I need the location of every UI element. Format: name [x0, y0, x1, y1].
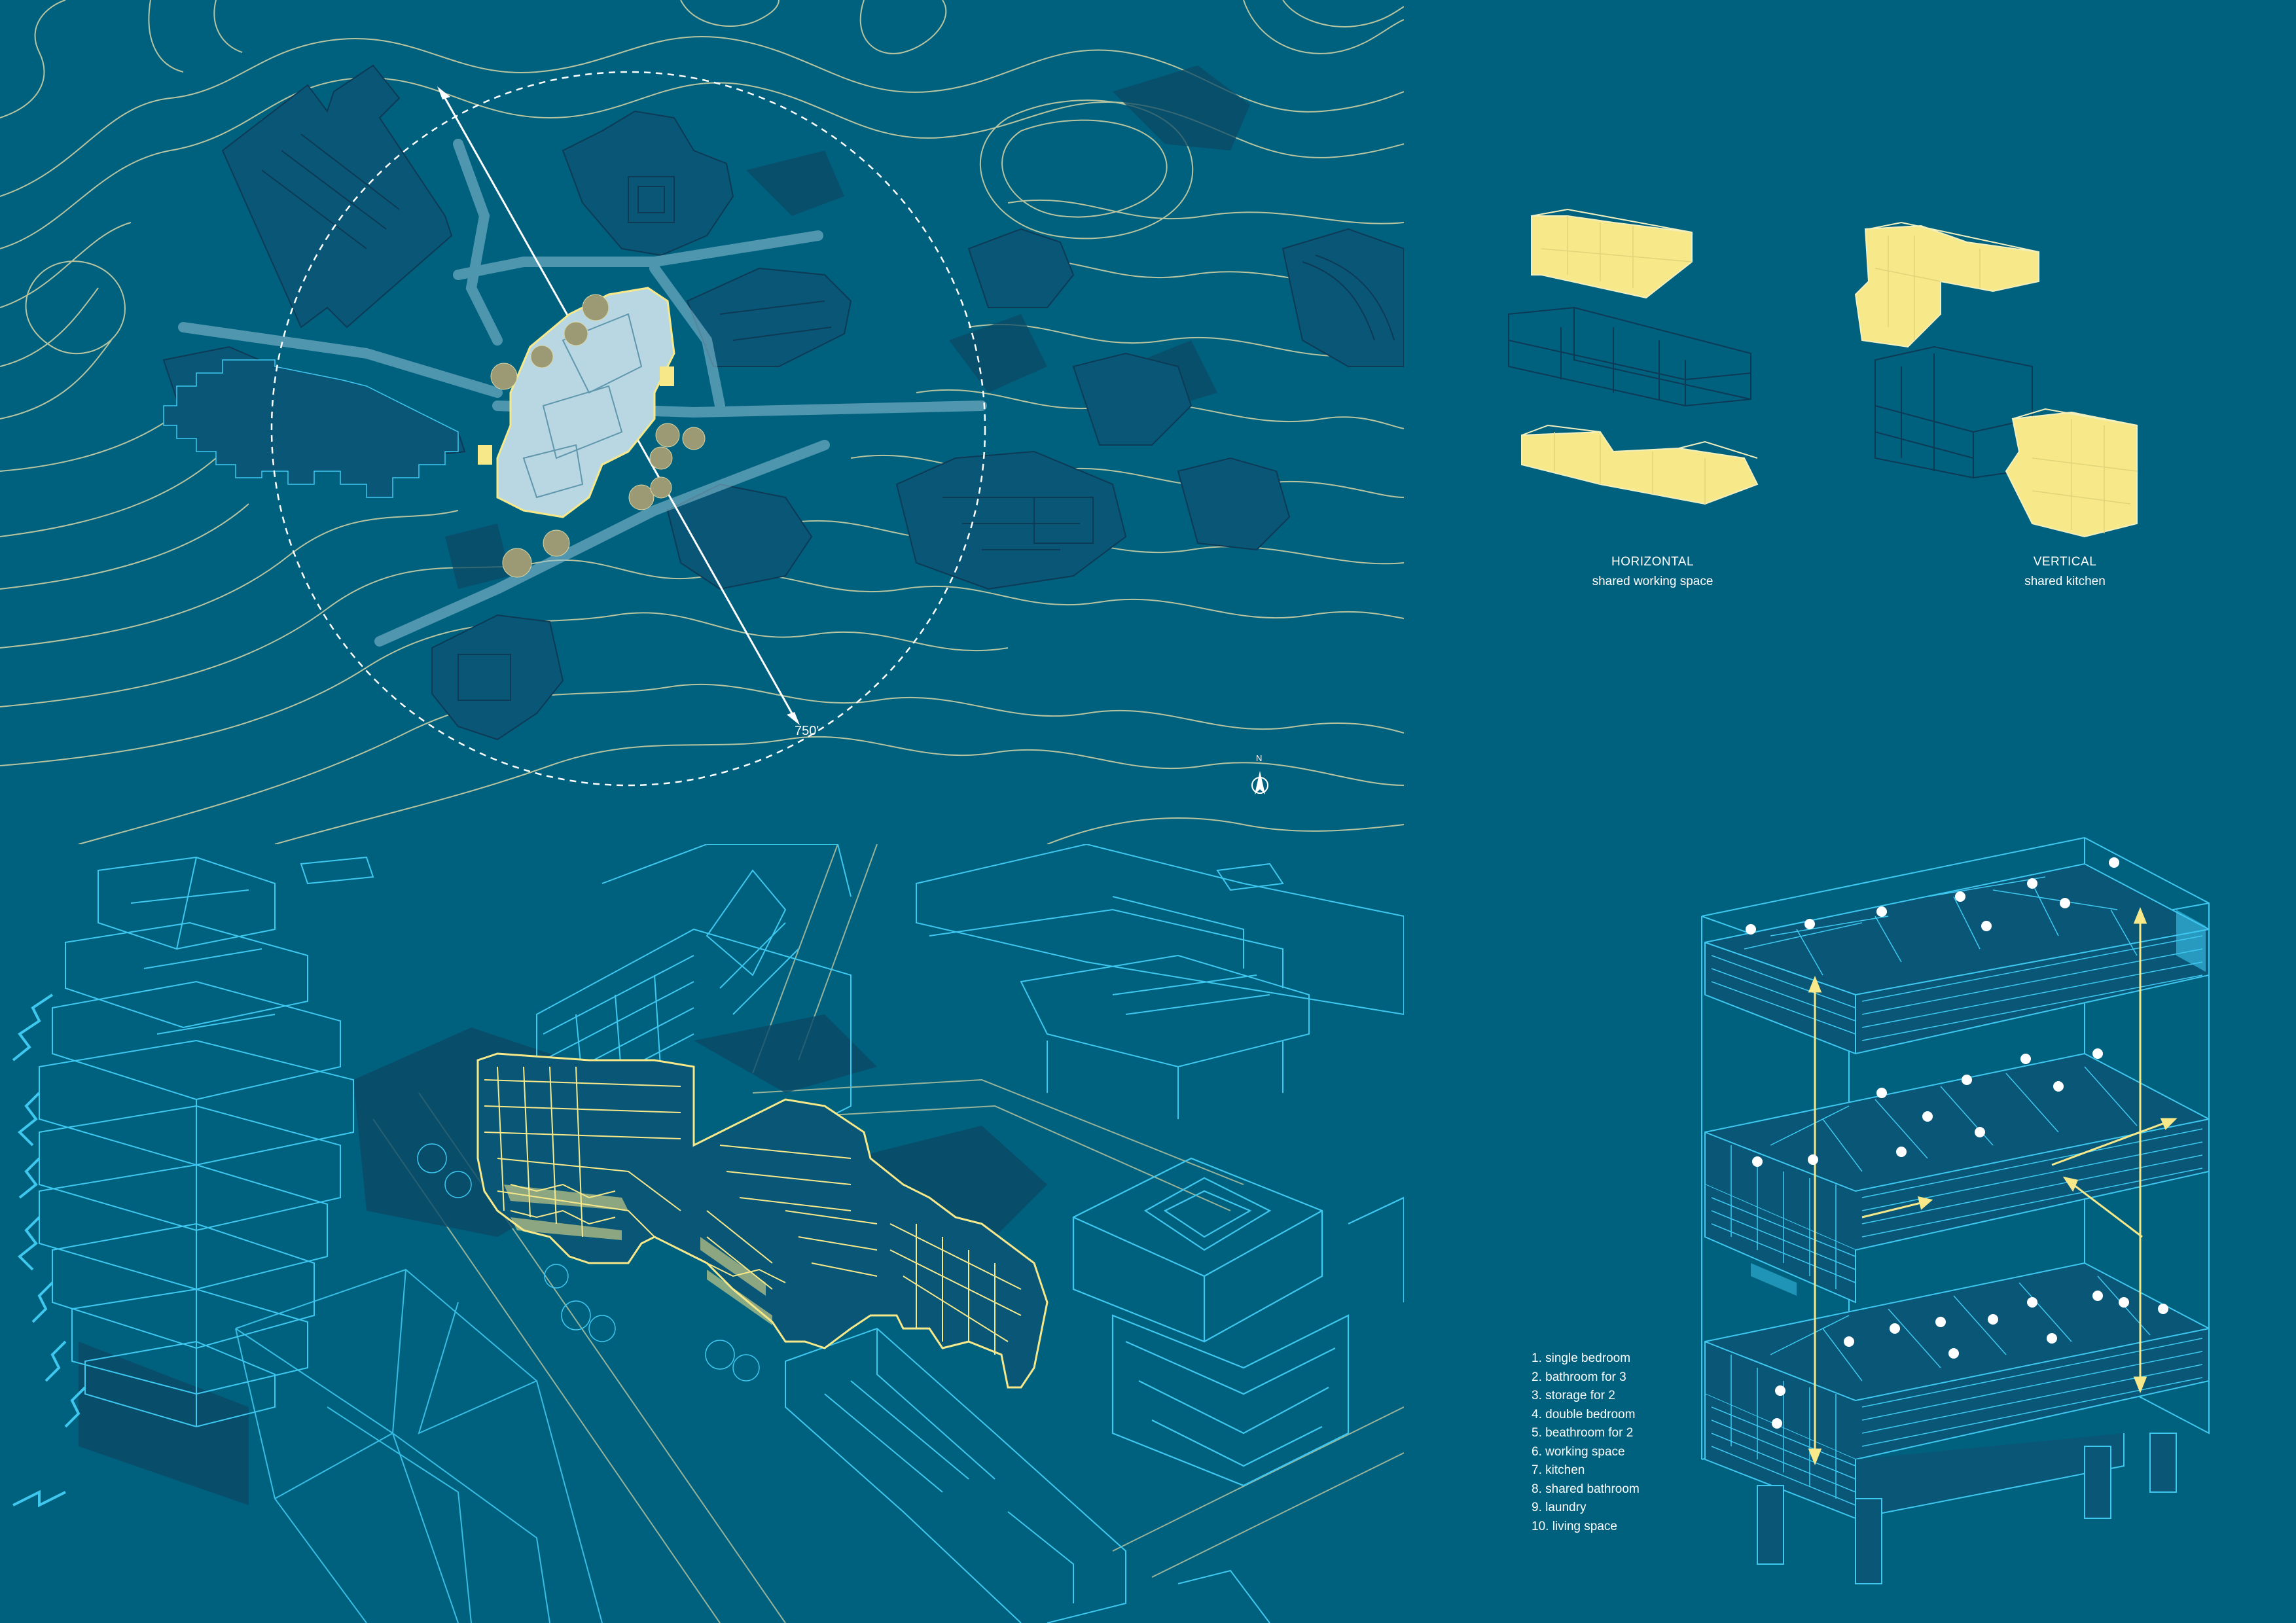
vertical-middle-volume: [1874, 346, 2033, 479]
legend-item: 3. storage for 2: [1532, 1389, 1615, 1402]
scale-arrowhead-top: [437, 86, 450, 99]
legend-item: 1. single bedroom: [1532, 1351, 1631, 1365]
legend-item: 4. double bedroom: [1532, 1407, 1636, 1421]
north-arrow-icon: [1251, 771, 1268, 794]
project-site-highlight: [478, 287, 675, 518]
north-label: N: [1256, 753, 1263, 763]
top-floor-plate: [1704, 863, 2210, 1055]
left-tower-stairs: [12, 993, 86, 1508]
horizontal-bottom-volume: [1521, 424, 1759, 505]
project-building-details: [484, 1066, 1022, 1355]
left-stacked-tower: [39, 856, 374, 1428]
axonometric-drawing: [12, 844, 1404, 1623]
vertical-subtitle: shared kitchen: [2024, 575, 2106, 588]
footprint-details: [261, 134, 1395, 701]
vertical-massing: [1854, 221, 2138, 538]
top-right-building: [916, 844, 1404, 1119]
legend-item: 2. bathroom for 3: [1532, 1370, 1626, 1384]
legend-item: 5. beathroom for 2: [1532, 1426, 1634, 1440]
room-number-markers: [1746, 857, 2168, 1429]
bottom-floor-plate: [1704, 1262, 2210, 1584]
axonometric-view: [0, 844, 1404, 1623]
horizontal-top-volume: [1531, 208, 1693, 299]
project-balconies: [504, 1185, 772, 1325]
middle-floor-plate: [1704, 1052, 2210, 1304]
right-courtyard-building: [1072, 1157, 1404, 1487]
trees: [490, 294, 706, 578]
scale-radius-circle: [270, 71, 986, 787]
exploded-section: [1404, 779, 2296, 1623]
bottom-center-building: [785, 1327, 1270, 1623]
site-plan: 750' N: [0, 0, 1404, 844]
legend-item: 9. laundry: [1532, 1501, 1587, 1514]
exploded-section-drawing: [1701, 837, 2210, 1584]
faceted-terrain: [235, 1268, 603, 1623]
site-plan-drawing: [0, 0, 1404, 844]
legend-item: 10. living space: [1532, 1519, 1617, 1533]
horizontal-massing: [1508, 208, 1759, 505]
vertical-title: VERTICAL: [2033, 555, 2097, 569]
axo-trees: [417, 1143, 760, 1382]
legend-item: 6. working space: [1532, 1444, 1625, 1459]
stepped-building-footprint: [163, 359, 459, 498]
vertical-top-volume: [1854, 221, 2039, 348]
horizontal-middle-volume: [1508, 306, 1751, 407]
vertical-bottom-volume: [2005, 408, 2138, 538]
room-legend: 1. single bedroom 2. bathroom for 3 3. s…: [1532, 1349, 1640, 1536]
legend-item: 8. shared bathroom: [1532, 1482, 1640, 1496]
topographic-contours: [0, 0, 1404, 844]
circulation-arrows: [1808, 906, 2178, 1466]
horizontal-subtitle: shared working space: [1592, 575, 1713, 588]
scale-label: 750': [795, 724, 819, 738]
horizontal-title: HORIZONTAL: [1611, 555, 1695, 569]
massing-diagrams: HORIZONTAL shared working space VERTICAL…: [1404, 0, 2296, 844]
scale-arrowhead-bottom: [787, 712, 800, 725]
project-building-highlight: [476, 1052, 1049, 1389]
massing-drawing: [1508, 208, 2138, 538]
legend-item: 7. kitchen: [1532, 1463, 1585, 1477]
